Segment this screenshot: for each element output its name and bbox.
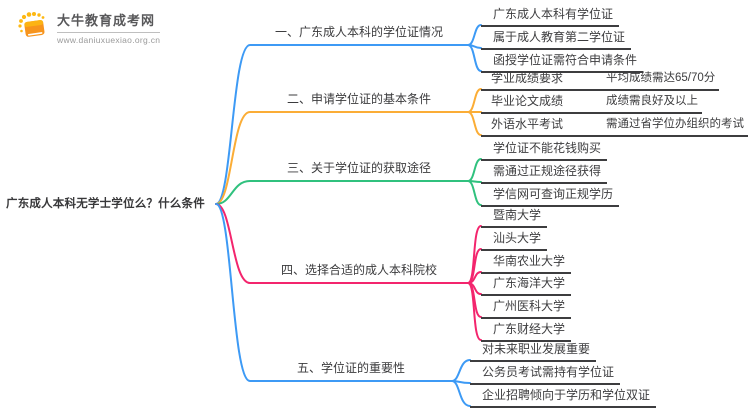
- branch-3-label: 三、关于学位证的获取途径: [286, 161, 431, 175]
- central-topic: 广东成人本科无学士学位么？什么条件: [6, 198, 205, 210]
- leaf-node: 广州医科大学: [481, 297, 572, 319]
- branch-2-label: 二、申请学位证的基本条件: [286, 92, 431, 106]
- site-logo[interactable]: 大牛教育成考网 www.daniuxuexiao.org.cn: [16, 10, 161, 45]
- branch-4-label: 四、选择合适的成人本科院校: [280, 263, 437, 277]
- leaf-node: 广东成人本科有学位证: [481, 5, 620, 27]
- logo-url: www.daniuxuexiao.org.cn: [57, 35, 161, 45]
- leaf-node: 华南农业大学: [481, 252, 572, 274]
- book-sun-icon: [18, 12, 45, 37]
- leaf-node: 需通过正规途径获得: [481, 162, 608, 184]
- detail-node: 需通过省学位办组织的考试: [600, 115, 748, 137]
- leaf-node: 公务员考试需持有学位证: [470, 363, 621, 385]
- logo-title: 大牛教育成考网: [57, 10, 161, 33]
- leaf-node: 对未来职业发展重要: [470, 340, 597, 362]
- leaf-node: 企业招聘倾向于学历和学位双证: [470, 386, 657, 408]
- logo-text: 大牛教育成考网 www.daniuxuexiao.org.cn: [57, 10, 161, 45]
- leaf-node: 广东财经大学: [481, 320, 572, 342]
- leaf-node: 汕头大学: [481, 229, 548, 251]
- leaf-node: 函授学位证需符合申请条件: [481, 51, 644, 73]
- detail-node: 平均成绩需达65/70分: [600, 69, 720, 91]
- leaf-node: 属于成人教育第二学位证: [481, 28, 632, 50]
- branch-1-label: 一、广东成人本科的学位证情况: [274, 25, 443, 39]
- leaf-node: 暨南大学: [481, 206, 548, 228]
- leaf-node: 外语水平考试: [481, 115, 600, 137]
- branch-5-label: 五、学位证的重要性: [296, 361, 405, 375]
- leaf-node: 广东海洋大学: [481, 274, 572, 296]
- detail-node: 成绩需良好及以上: [600, 92, 702, 114]
- leaf-node: 学业成绩要求: [481, 69, 600, 91]
- leaf-node: 毕业论文成绩: [481, 92, 600, 114]
- leaf-node: 学信网可查询正规学历: [481, 185, 620, 207]
- leaf-node: 学位证不能花钱购买: [481, 139, 608, 161]
